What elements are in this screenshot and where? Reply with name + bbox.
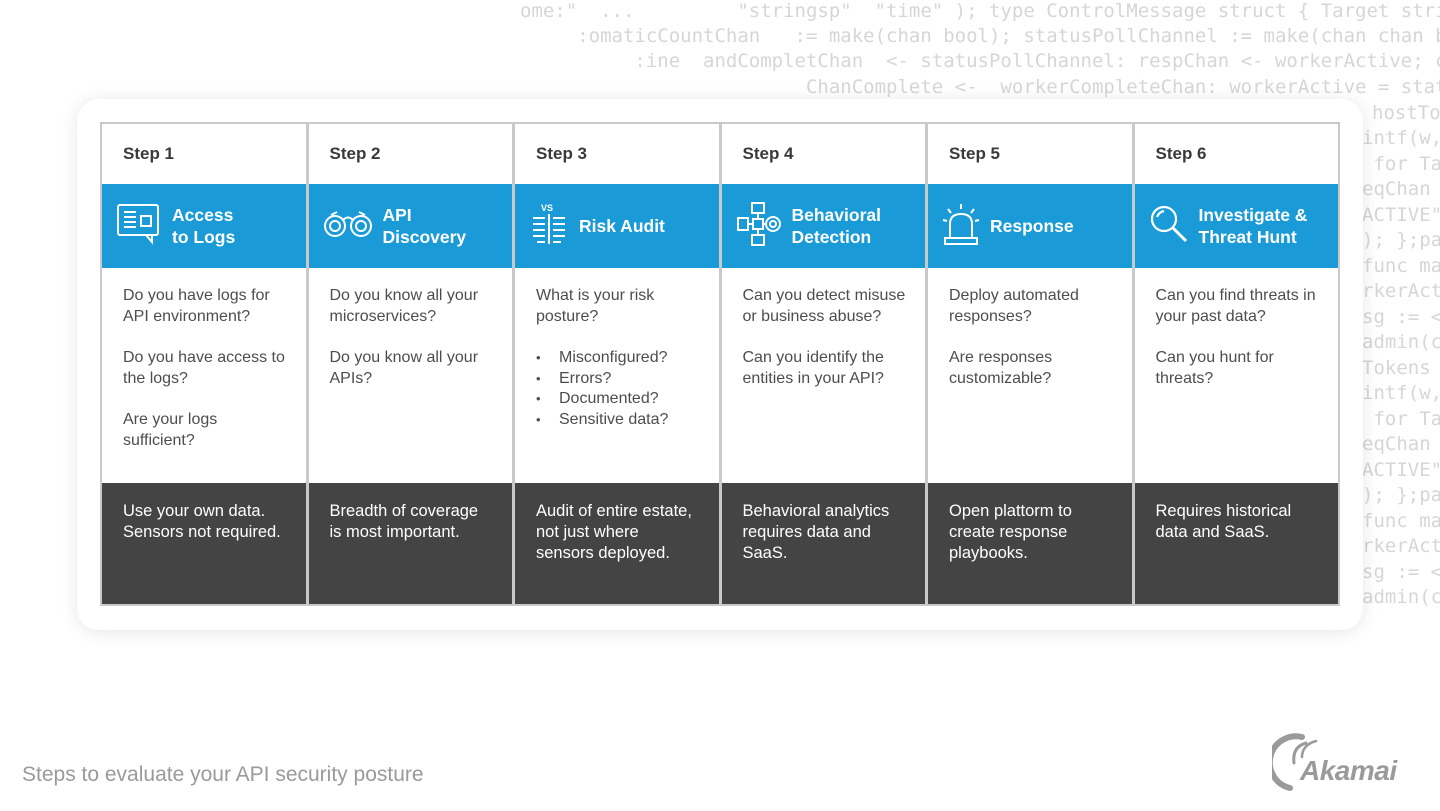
step-column-5: Step 5 Response Deploy automated respons… [928, 124, 1132, 604]
question: Are your logs sufficient? [123, 411, 218, 449]
question: Can you hunt for threats? [1155, 349, 1274, 387]
step-banner: Response [928, 184, 1132, 268]
step-title: Access to Logs [172, 205, 236, 247]
question: Do you know all your APIs? [329, 349, 479, 387]
step-questions: Can you find threats in your past data? … [1134, 268, 1338, 483]
svg-text:VS: VS [541, 203, 553, 213]
step-title: Risk Audit [579, 216, 665, 236]
magnifier-icon [1149, 204, 1189, 249]
code-line: :ine andCompletChan <- statusPollChannel… [520, 50, 1440, 72]
logo-text: Akamai [1300, 755, 1397, 786]
step-title: Investigate & Threat Hunt [1198, 205, 1308, 247]
step-label: Step 4 [721, 124, 925, 184]
question: Do you have logs for API environment? [123, 287, 270, 325]
step-banner: VS Risk Audit [515, 184, 719, 268]
question: Are responses customizable? [949, 349, 1053, 387]
step-summary: Breadth of coverage is most important. [308, 483, 512, 604]
step-column-4: Step 4 Behavioral Detection Can you dete… [721, 124, 925, 604]
code-line: ); };pa [1362, 484, 1440, 506]
code-line: hostTo [1372, 102, 1440, 124]
step-column-6: Step 6 Investigate & Threat Hunt Can you… [1134, 124, 1338, 604]
code-line: Tokens [1362, 357, 1431, 379]
code-line: func ma [1362, 510, 1440, 532]
step-banner: Access to Logs [102, 184, 306, 268]
question: Do you know all your microservices? [329, 287, 479, 325]
list-item: Misconfigured? [536, 348, 701, 369]
list-item: Documented? [536, 389, 701, 410]
code-line: ome:" ... "stringsp" "time" ); type Cont… [520, 0, 1440, 22]
network-icon [736, 201, 782, 252]
question: Can you find threats in your past data? [1155, 287, 1316, 325]
question: Deploy automated responses? [949, 287, 1079, 325]
risk-checklist: Misconfigured? Errors? Documented? Sensi… [536, 348, 701, 430]
question: Can you detect misuse or business abuse? [742, 287, 906, 325]
step-column-3: Step 3 VS Risk Audit What is your risk p… [515, 124, 719, 604]
step-title: Behavioral Detection [791, 205, 881, 247]
step-questions: Do you have logs for API environment? Do… [102, 268, 306, 483]
steps-table: Step 1 Access to Logs Do you have logs f… [100, 122, 1340, 606]
risk-audit-icon: VS [529, 202, 569, 251]
code-line: admin(c [1362, 331, 1440, 353]
binoculars-icon [323, 209, 373, 244]
step-summary: Use your own data. Sensors not required. [102, 483, 306, 604]
step-questions: Do you know all your microservices? Do y… [308, 268, 512, 483]
step-title: Response [990, 216, 1074, 236]
question: What is your risk posture? [536, 287, 655, 325]
step-label: Step 3 [515, 124, 719, 184]
figure-caption: Steps to evaluate your API security post… [22, 763, 424, 786]
code-line: for Ta [1362, 408, 1440, 430]
code-line: ACTIVE" [1362, 204, 1440, 226]
step-label: Step 5 [928, 124, 1132, 184]
question: Do you have access to the logs? [123, 349, 285, 387]
step-banner: Investigate & Threat Hunt [1134, 184, 1338, 268]
code-line: rkerAct [1362, 280, 1440, 302]
step-banner: Behavioral Detection [721, 184, 925, 268]
step-label: Step 6 [1134, 124, 1338, 184]
code-line: for Ta [1362, 153, 1440, 175]
code-line: intf(w, [1362, 382, 1440, 404]
code-line: intf(w, [1362, 127, 1440, 149]
code-line: func ma [1362, 255, 1440, 277]
list-item: Errors? [536, 369, 701, 390]
code-line: ); };pa [1362, 229, 1440, 251]
step-summary: Behavioral analytics requires data and S… [721, 483, 925, 604]
code-line: eqChan [1362, 433, 1431, 455]
code-line: sg := < [1362, 306, 1440, 328]
akamai-logo: Akamai [1272, 733, 1422, 793]
code-line: :omaticCountChan := make(chan bool); sta… [520, 25, 1440, 47]
step-label: Step 2 [308, 124, 512, 184]
code-line: admin(c [1362, 586, 1440, 608]
step-questions: What is your risk posture? Misconfigured… [515, 268, 719, 483]
step-summary: Open plattorm to create response playboo… [928, 483, 1132, 604]
question: Can you identify the entities in your AP… [742, 349, 884, 387]
code-line: rkerAct [1362, 535, 1440, 557]
step-summary: Requires historical data and SaaS. [1134, 483, 1338, 604]
code-line: ACTIVE" [1362, 459, 1440, 481]
step-column-2: Step 2 API Discovery Do you know all you… [308, 124, 512, 604]
step-questions: Can you detect misuse or business abuse?… [721, 268, 925, 483]
logs-icon [116, 202, 162, 251]
step-label: Step 1 [102, 124, 306, 184]
step-title: API Discovery [382, 205, 467, 247]
alarm-icon [942, 202, 980, 251]
akamai-wave-icon [1272, 733, 1318, 791]
code-line: eqChan [1362, 178, 1431, 200]
step-summary: Audit of entire estate, not just where s… [515, 483, 719, 604]
code-line: sg := < [1362, 561, 1440, 583]
step-column-1: Step 1 Access to Logs Do you have logs f… [102, 124, 306, 604]
list-item: Sensitive data? [536, 410, 701, 431]
step-banner: API Discovery [308, 184, 512, 268]
step-questions: Deploy automated responses? Are response… [928, 268, 1132, 483]
code-line: ChanComplete <- workerCompleteChan: work… [520, 76, 1440, 98]
